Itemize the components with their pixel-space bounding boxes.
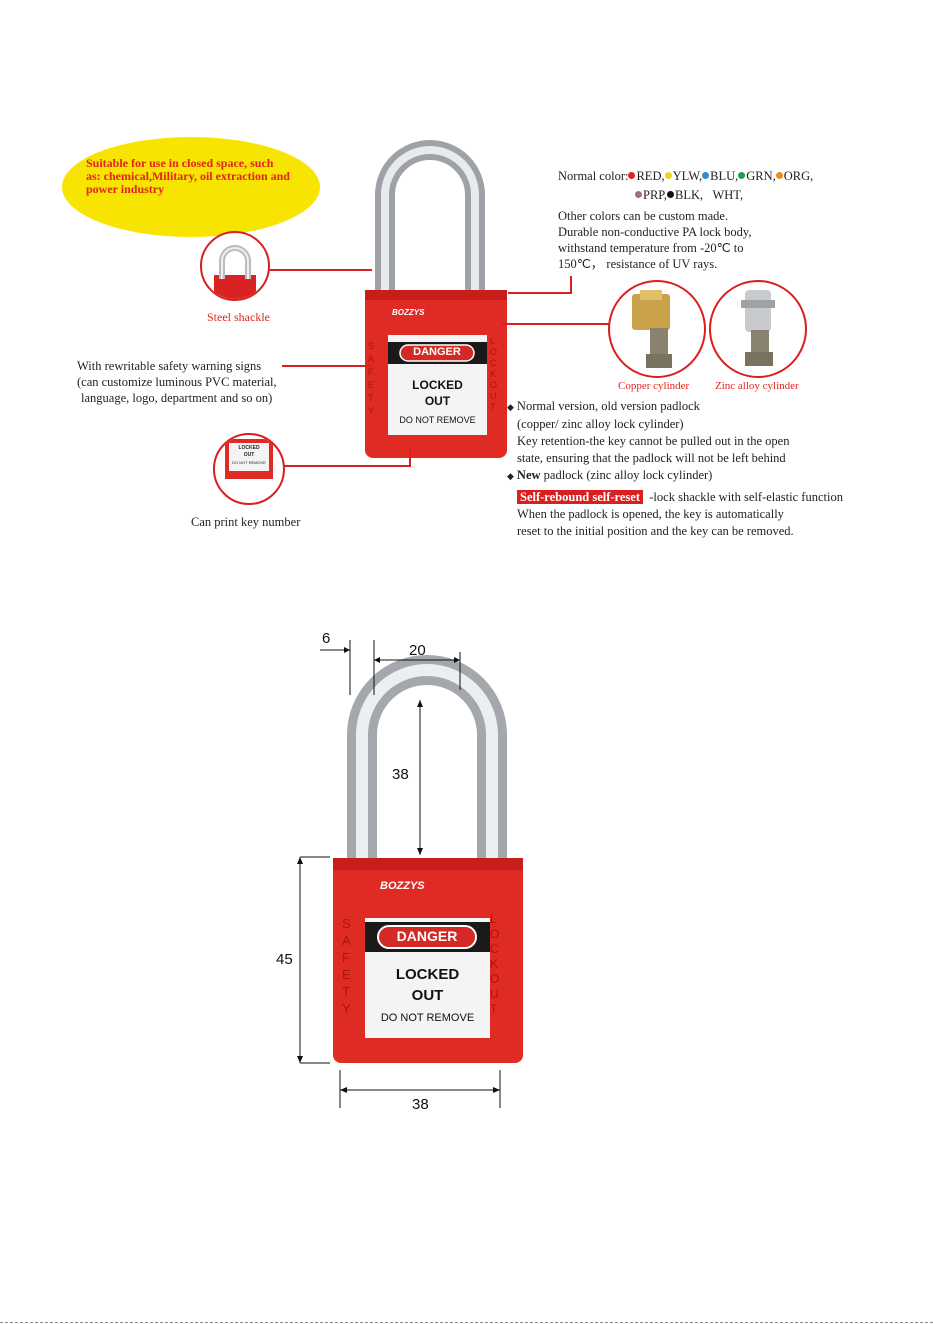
dim-shackle-height: 38 xyxy=(392,766,409,783)
copper-cylinder-caption: Copper cylinder xyxy=(618,380,690,392)
pointer-body-h xyxy=(508,292,572,294)
lock-side-left-bottom: SAFETY xyxy=(342,916,351,1016)
color-dot-green xyxy=(738,172,746,179)
lock-side-left: SAFETY xyxy=(368,341,375,416)
steel-shackle-caption: Steel shackle xyxy=(207,310,270,324)
dim-thickness: 6 xyxy=(322,630,331,647)
copper-cylinder-circle xyxy=(608,280,706,378)
mini-tag-l1: LOCKED xyxy=(238,445,260,451)
version-notes: ◆Normal version, old version padlock (co… xyxy=(507,399,843,538)
padlock-image-top xyxy=(365,140,507,458)
pointer-key-h xyxy=(282,465,411,467)
color-list: Normal color:RED,YLW,BLU,GRN,ORG, PRP,BL… xyxy=(558,169,814,202)
pointer-shackle xyxy=(268,269,372,271)
color-dot-red xyxy=(628,172,636,179)
copper-cylinder-icon xyxy=(632,290,672,368)
mini-tag-l3: DO NOT REMOVE xyxy=(232,460,266,465)
zinc-cylinder-circle xyxy=(709,280,807,378)
pointer-body-v xyxy=(570,276,572,294)
zinc-cylinder-caption: Zinc alloy cylinder xyxy=(715,380,799,392)
lock-dnr-bottom: DO NOT REMOVE xyxy=(380,1012,475,1024)
dim-inner-width: 20 xyxy=(409,642,426,659)
lock-out-bottom: OUT xyxy=(411,987,444,1004)
self-rebound-badge: Self-rebound self-reset xyxy=(517,490,644,504)
bubble-text: Suitable for use in closed space, such a… xyxy=(86,156,290,196)
page-bottom-rule xyxy=(0,1322,933,1323)
lock-side-right-bottom: LOCKOUT xyxy=(490,912,500,1016)
warning-signs-text: With rewritable safety warning signs (ca… xyxy=(77,359,277,405)
yellow-bubble xyxy=(62,137,320,237)
lock-locked-label: LOCKED xyxy=(412,378,463,392)
mini-lock-icon xyxy=(225,439,273,479)
body-notes: Other colors can be custom made. Durable… xyxy=(558,209,752,271)
dim-body-width: 38 xyxy=(412,1096,429,1113)
pointer-key-v xyxy=(409,450,411,467)
shackle-detail-icon xyxy=(214,245,256,299)
bullet-icon: ◆ xyxy=(507,471,514,481)
color-dot-black xyxy=(666,191,674,198)
steel-shackle-circle xyxy=(200,231,270,301)
pointer-cylinder xyxy=(502,323,610,325)
color-dot-yellow xyxy=(664,172,672,179)
zinc-cylinder-icon xyxy=(741,290,775,366)
key-number-circle: LOCKED OUT DO NOT REMOVE xyxy=(213,433,285,505)
padlock-dimension-drawing xyxy=(297,640,523,1108)
color-dot-purple xyxy=(635,191,642,198)
lock-out-label: OUT xyxy=(424,394,451,408)
lock-brand: BOZZYS xyxy=(392,308,425,317)
lock-do-not-remove: DO NOT REMOVE xyxy=(399,415,476,425)
key-number-caption: Can print key number xyxy=(191,515,301,529)
lock-side-right: LOCKOUT xyxy=(490,336,498,412)
color-dot-blue xyxy=(702,172,710,179)
bullet-icon: ◆ xyxy=(507,402,514,412)
dim-body-height: 45 xyxy=(276,951,293,968)
mini-tag-l2: OUT xyxy=(243,452,255,458)
color-dot-orange xyxy=(775,172,783,179)
lock-danger-bottom: DANGER xyxy=(396,928,458,944)
lock-brand-bottom: BOZZYS xyxy=(380,880,425,892)
pointer-warning xyxy=(282,365,372,367)
lock-locked-bottom: LOCKED xyxy=(395,966,460,983)
lock-danger-label: DANGER xyxy=(413,346,461,358)
